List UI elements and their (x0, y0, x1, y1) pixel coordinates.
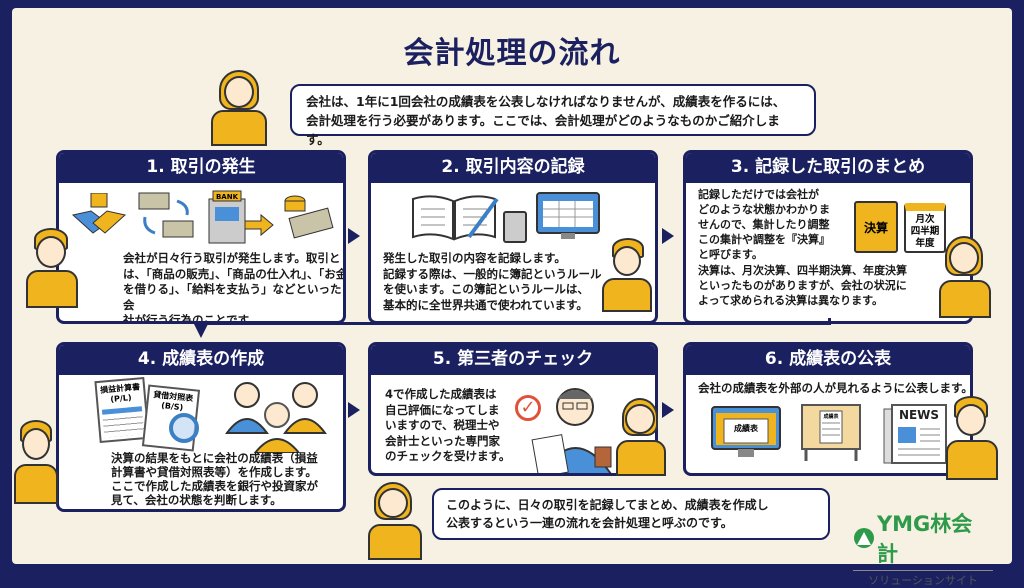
presenter-woman-illustration (362, 482, 428, 560)
calendar-icon: 月次四半期年度 (904, 203, 946, 253)
conclusion-speech-bubble: このように、日々の取引を記録してまとめ、成績表を作成し 公表するという一連の流れ… (432, 488, 830, 540)
folder-label: 決算 (863, 220, 888, 235)
businessman-illustration (22, 228, 82, 308)
step-description: 決算の結果をもとに会社の成績表（損益計算書や貸借対照表等）を作成します。ここで作… (111, 451, 343, 507)
calendar-line: 四半期 (910, 226, 940, 237)
flow-arrow-icon (194, 324, 208, 338)
step-6-panel: 6. 成績表の公表 会社の成績表を外部の人が見れるように公表します。 成績表 成… (683, 342, 973, 476)
presenter-businessman-illustration (944, 396, 1000, 480)
text-line: よって求められる決算は異なります。 (698, 294, 884, 307)
open-ledger-icon (409, 193, 499, 243)
businessman-with-document-illustration (14, 420, 58, 504)
step-description: 会社の成績表を外部の人が見れるように公表します。 (698, 381, 973, 395)
logo-name: YMG林会計 (876, 512, 973, 566)
step-5-panel: 5. 第三者のチェック 4で作成した成績表は自己評価になってしまいますので、税理… (368, 342, 658, 476)
income-statement-document-icon: 損益計算書(P/L) (94, 376, 150, 444)
logo-mountain-icon (854, 528, 874, 548)
text-line: 自己評価になってしま (385, 402, 500, 417)
computer-spreadsheet-icon (535, 191, 601, 243)
step-title: 1. 取引の発生 (59, 153, 343, 183)
text-line: どのような状態かわかりま (698, 203, 830, 216)
text-line: ここで作成した成績表を銀行や投資家が (111, 479, 318, 493)
text-line: は、「商品の販売」、「商品の仕入れ」、「お金 (123, 266, 346, 281)
text-line: のチェックを受けます。 (385, 449, 511, 463)
text-line: を使います。この簿記というルールは、 (383, 282, 589, 296)
step-description: 会社が日々行う取引が発生します。取引とは、「商品の販売」、「商品の仕入れ」、「お… (123, 251, 346, 324)
logo-subtitle: ソリューションサイト (853, 570, 993, 588)
step-title: 2. 取引内容の記録 (371, 153, 655, 183)
calendar-line: 年度 (915, 238, 935, 249)
bank-icon: BANK (205, 189, 275, 245)
calendar-line: 月次 (915, 214, 935, 225)
step-description-2: 決算は、月次決算、四半期決算、年度決算といったものがありますが、会社の状況によっ… (698, 263, 958, 308)
bulletin-board-icon: 成績表 (798, 403, 864, 463)
text-line: 計算書や貸借対照表等）を作成します。 (111, 465, 317, 479)
flow-arrow-icon (662, 228, 674, 244)
presenter-woman-illustration (612, 398, 670, 476)
monitor-label: 成績表 (734, 423, 759, 433)
step-title: 3. 記録した取引のまとめ (686, 153, 970, 183)
text-line: 社が行う行為のことです。 (123, 313, 260, 324)
text-line: 会計士といった専門家 (385, 433, 500, 448)
intro-line: 会社は、1年に1回会社の成績表を公表しなければなりませんが、成績表を作るには、 (306, 94, 786, 109)
text-line: 発生した取引の内容を記録します。 (383, 251, 566, 265)
board-label: 成績表 (823, 413, 839, 420)
flow-connector-line (828, 318, 831, 325)
table-graphic (101, 406, 145, 438)
handshake-icon (71, 192, 127, 237)
conclusion-line: 公表するという一連の流れを会計処理と呼ぶのです。 (446, 516, 733, 530)
presenter-woman-illustration (205, 70, 275, 146)
text-line: 記録する際は、一般的に簿記というルール (383, 266, 602, 281)
accountant-illustration (531, 385, 621, 473)
flow-arrow-icon (348, 228, 360, 244)
text-line: を借りる」、「給料を支払う」などといった会 (123, 282, 342, 312)
text-line: 4で作成した成績表は (385, 387, 497, 401)
monitor-icon: 成績表 (710, 405, 782, 459)
step-title: 6. 成績表の公表 (686, 345, 970, 375)
text-line: 見て、会社の状態を判断します。 (111, 493, 282, 507)
intro-line: 会計処理を行う必要があります。ここでは、会計処理がどのようなものかご紹介します。 (306, 113, 780, 147)
step-description: 記録しただけでは会社がどのような状態かわかりませんので、集計したり調整この集計や… (698, 187, 858, 262)
step-title: 4. 成績表の作成 (59, 345, 343, 375)
step-1-panel: 1. 取引の発生 BANK 会社が日々行う取引が発生します。取引とは、「商品の販… (56, 150, 346, 324)
magnifier-icon (169, 413, 199, 443)
step-description: 発生した取引の内容を記録します。記録する際は、一般的に簿記というルールを使います… (383, 251, 613, 313)
text-line: と呼びます。 (698, 248, 763, 261)
flow-arrow-icon (662, 402, 674, 418)
stakeholders-illustration (225, 379, 329, 454)
company-logo: YMG林会計 ソリューションサイト (853, 508, 993, 588)
text-line: 決算の結果をもとに会社の成績表（損益 (111, 451, 318, 465)
page-title: 会計処理の流れ (403, 36, 621, 71)
presenter-woman-illustration (935, 236, 995, 318)
newspaper-icon: NEWS (882, 403, 948, 465)
step-4-panel: 4. 成績表の作成 損益計算書(P/L) 貸借対照表(B/S) 決算の結果をもと… (56, 342, 346, 512)
text-line: この集計や調整を『決算』 (698, 233, 830, 246)
step-description: 4で作成した成績表は自己評価になってしまいますので、税理士や会計士といった専門家… (385, 387, 525, 465)
text-line: 決算は、月次決算、四半期決算、年度決算 (698, 264, 907, 277)
money-exchange-icon (137, 191, 197, 241)
writing-businessman-illustration (600, 238, 656, 314)
calculator-icon (503, 211, 527, 243)
text-line: といったものがありますが、会社の状況に (698, 279, 907, 292)
checkmark-icon: ✓ (515, 395, 541, 421)
text-line: せんので、集計したり調整 (698, 218, 830, 231)
text-line: いますので、税理士や (385, 418, 500, 432)
conclusion-line: このように、日々の取引を記録してまとめ、成績表を作成し (446, 498, 769, 512)
text-line: 基本的に全世界共通で使われています。 (383, 297, 588, 312)
step-3-panel: 3. 記録した取引のまとめ 記録しただけでは会社がどのような状態かわかりませんの… (683, 150, 973, 324)
step-title: 5. 第三者のチェック (371, 345, 655, 375)
flow-arrow-icon (348, 402, 360, 418)
cash-coins-icon (281, 193, 337, 239)
step-2-panel: 2. 取引内容の記録 発生した取引の内容を記録します。記録する際は、一般的に簿記… (368, 150, 658, 324)
intro-speech-bubble: 会社は、1年に1回会社の成績表を公表しなければなりませんが、成績表を作るには、 … (290, 84, 816, 147)
folder-icon: 決算 (854, 201, 898, 253)
flow-connector-line (200, 322, 830, 325)
bank-label: BANK (216, 193, 239, 201)
text-line: 記録しただけでは会社が (698, 188, 819, 201)
text-line: 会社が日々行う取引が発生します。取引と (123, 251, 341, 265)
news-label: NEWS (899, 408, 939, 422)
